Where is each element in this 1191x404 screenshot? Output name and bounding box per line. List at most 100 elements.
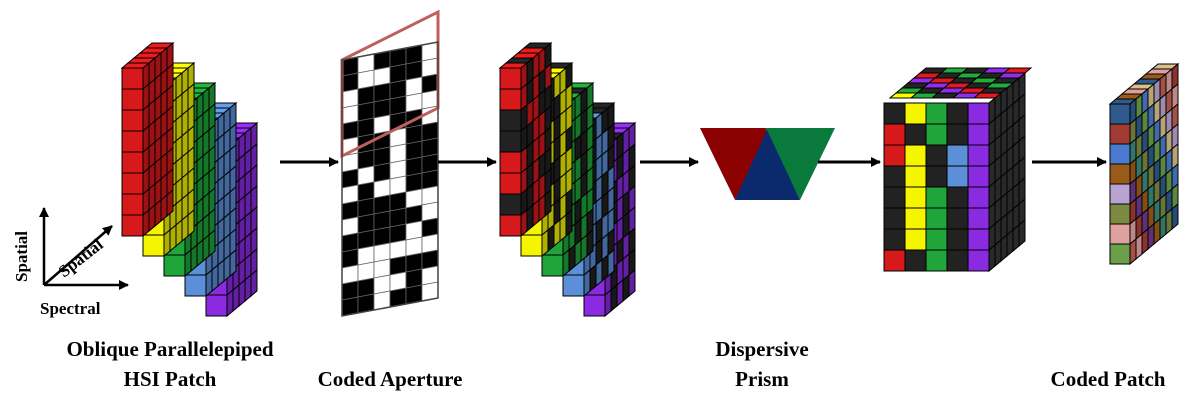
cell-front xyxy=(946,165,969,188)
cell-front xyxy=(925,249,948,272)
cell-front xyxy=(967,144,990,167)
cell-side xyxy=(223,253,231,283)
cell-front xyxy=(883,249,906,272)
cell-front xyxy=(499,151,522,174)
cell-front xyxy=(967,228,990,251)
cell-side xyxy=(250,268,258,298)
cell-front xyxy=(184,274,207,297)
cell-side xyxy=(994,238,1002,268)
cell-front xyxy=(205,294,228,317)
label-hsi-patch-line2: HSI Patch xyxy=(124,367,217,391)
cell-side xyxy=(547,223,555,253)
cell-front xyxy=(121,193,144,216)
cell-front xyxy=(883,207,906,230)
cell-side xyxy=(589,263,597,293)
cell-side xyxy=(226,288,234,318)
cell-front xyxy=(541,254,564,277)
cell-front xyxy=(499,109,522,132)
cell-front xyxy=(1109,143,1131,165)
coded-patch-cube xyxy=(1108,62,1180,266)
cell-side xyxy=(1006,228,1014,258)
cell-front xyxy=(967,165,990,188)
cell-front xyxy=(163,254,186,277)
cell-side xyxy=(559,213,567,243)
hsi-patch-cube xyxy=(120,41,259,318)
cell-front xyxy=(967,249,990,272)
cell-side xyxy=(232,283,240,313)
cell-side xyxy=(568,243,576,273)
cell-front xyxy=(904,144,927,167)
cell-side xyxy=(532,198,540,228)
cell-side xyxy=(1165,207,1173,236)
cell-side xyxy=(610,283,618,313)
cell-front xyxy=(883,186,906,209)
cell-side xyxy=(163,228,171,258)
cell-side xyxy=(148,203,156,233)
cell-front xyxy=(520,234,543,257)
cell-front xyxy=(904,207,927,230)
cell-side xyxy=(217,258,225,288)
stage-labels: Oblique Parallelepiped HSI Patch Coded A… xyxy=(66,337,1165,391)
cell-front xyxy=(1109,223,1131,245)
cell-side xyxy=(583,268,591,298)
cell-side xyxy=(205,268,213,298)
cell-front xyxy=(499,193,522,216)
cell-front xyxy=(1109,183,1131,205)
coded-aperture-mask xyxy=(340,9,440,317)
cell-front xyxy=(967,123,990,146)
label-coded-patch: Coded Patch xyxy=(1051,367,1166,391)
cell-front xyxy=(904,165,927,188)
cell-side xyxy=(187,208,195,238)
cell-side xyxy=(520,208,528,238)
cell-side xyxy=(1129,237,1137,266)
cell-front xyxy=(946,102,969,125)
cell-front xyxy=(883,228,906,251)
cell-front xyxy=(904,102,927,125)
masked-slab xyxy=(498,41,553,238)
cell-side xyxy=(181,213,189,243)
prism-green-face xyxy=(765,128,835,200)
axis-label-horizontal: Spectral xyxy=(40,299,101,318)
cell-front xyxy=(925,165,948,188)
cell-front xyxy=(946,144,969,167)
label-prism-line1: Dispersive xyxy=(715,337,808,361)
cell-front xyxy=(904,123,927,146)
cell-front xyxy=(925,207,948,230)
dispersed-cube xyxy=(883,67,1033,273)
axis-diagonal xyxy=(43,225,113,286)
cell-front xyxy=(904,186,927,209)
cell-front xyxy=(499,88,522,111)
cell-side xyxy=(238,278,246,308)
cell-side xyxy=(604,288,612,318)
cell-side xyxy=(244,273,252,303)
cell-front xyxy=(583,294,606,317)
cell-side xyxy=(1000,233,1008,263)
prism-blue-face xyxy=(735,130,800,200)
cell-front xyxy=(883,144,906,167)
cell-side xyxy=(628,268,636,298)
cell-front xyxy=(121,172,144,195)
label-coded-aperture: Coded Aperture xyxy=(318,367,463,391)
cell-front xyxy=(904,228,927,251)
cell-front xyxy=(904,249,927,272)
cell-front xyxy=(883,102,906,125)
cell-side xyxy=(580,233,588,263)
label-hsi-patch-line1: Oblique Parallelepiped xyxy=(66,337,273,361)
cell-front xyxy=(925,144,948,167)
cell-side xyxy=(538,193,546,223)
cell-side xyxy=(184,248,192,278)
cell-front xyxy=(967,207,990,230)
cell-front xyxy=(925,186,948,209)
cell-front xyxy=(142,234,165,257)
cell-side xyxy=(166,188,174,218)
cell-side xyxy=(1141,227,1149,256)
cell-front xyxy=(1109,243,1131,265)
cell-front xyxy=(121,214,144,237)
cell-front xyxy=(925,228,948,251)
cell-side xyxy=(526,203,534,233)
cell-side xyxy=(190,243,198,273)
cell-front xyxy=(499,67,522,90)
cell-side xyxy=(1159,212,1167,241)
cell-side xyxy=(574,238,582,268)
cell-side xyxy=(544,188,552,218)
